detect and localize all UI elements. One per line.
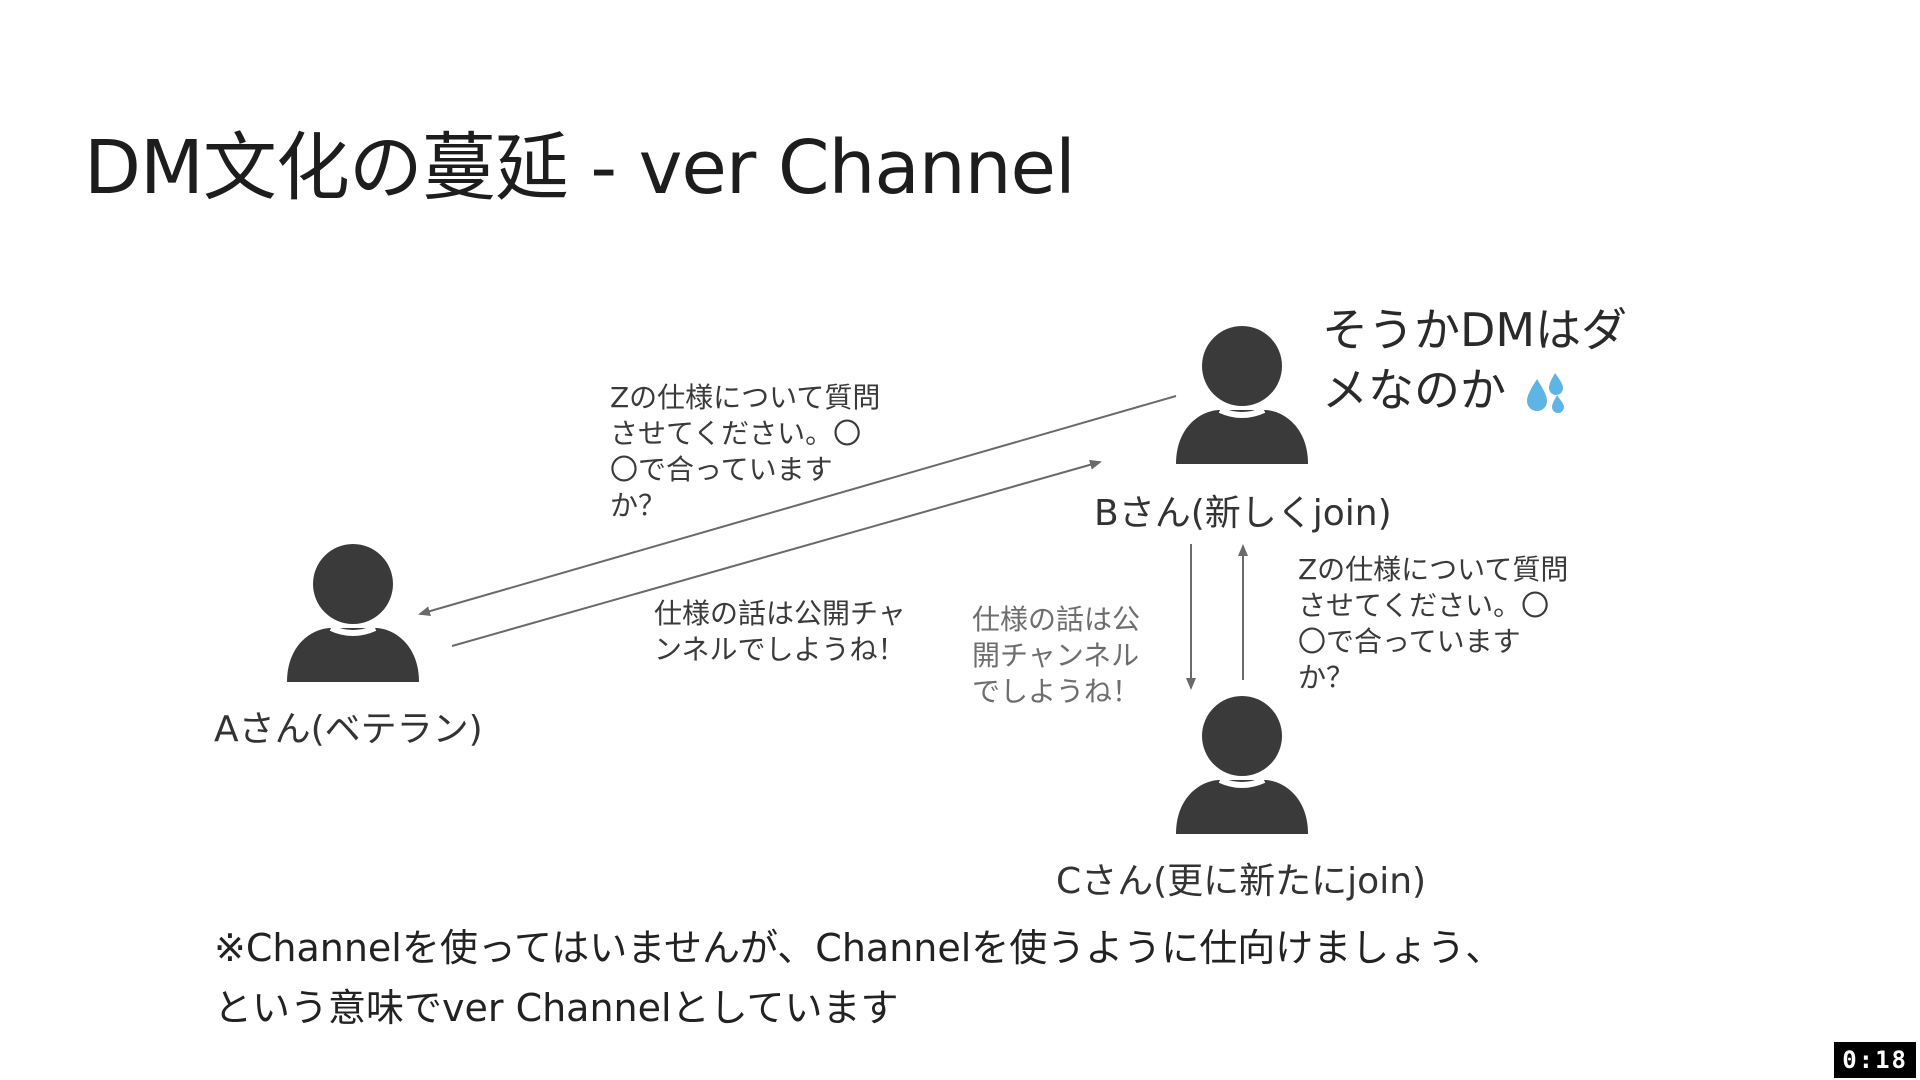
person-b-label: Bさん(新しくjoin) (1094, 493, 1392, 534)
message-a-to-b-reply: 仕様の話は公開チャ ンネルでしようね！ (654, 597, 906, 666)
slide-title: DM文化の蔓延 - ver Channel (84, 125, 1076, 211)
footnote: ※Channelを使ってはいませんが、Channelを使うように仕向けましょう、… (214, 918, 1503, 1038)
person-a-icon (283, 544, 423, 684)
person-b-icon (1172, 326, 1312, 466)
person-c-label: Cさん(更に新たにjoin) (1056, 861, 1427, 902)
video-timestamp: 0:18 (1834, 1042, 1916, 1078)
thought-line-1: そうかDMはダ (1322, 303, 1628, 357)
footnote-line-1: ※Channelを使ってはいませんが、Channelを使うように仕向けましょう、 (214, 926, 1504, 970)
footnote-line-2: という意味でver Channelとしています (214, 986, 899, 1030)
sweat-droplets-icon (1526, 372, 1564, 413)
person-c-icon (1172, 696, 1312, 836)
message-b-to-c-reply: 仕様の話は公 開チャンネル でしようね！ (972, 603, 1141, 708)
thought-line-2-text: メなのか (1322, 363, 1506, 417)
thought-text: そうかDMはダ メなのか (1322, 300, 1627, 420)
message-b-to-a-question: Zの仕様について質問 させてください。〇 〇で合っています か？ (610, 381, 881, 522)
person-a-label: Aさん(ベテラン) (214, 709, 483, 750)
message-c-to-b-question: Zの仕様について質問 させてください。〇 〇で合っています か？ (1298, 553, 1569, 694)
thought-line-2: メなのか (1322, 360, 1627, 420)
